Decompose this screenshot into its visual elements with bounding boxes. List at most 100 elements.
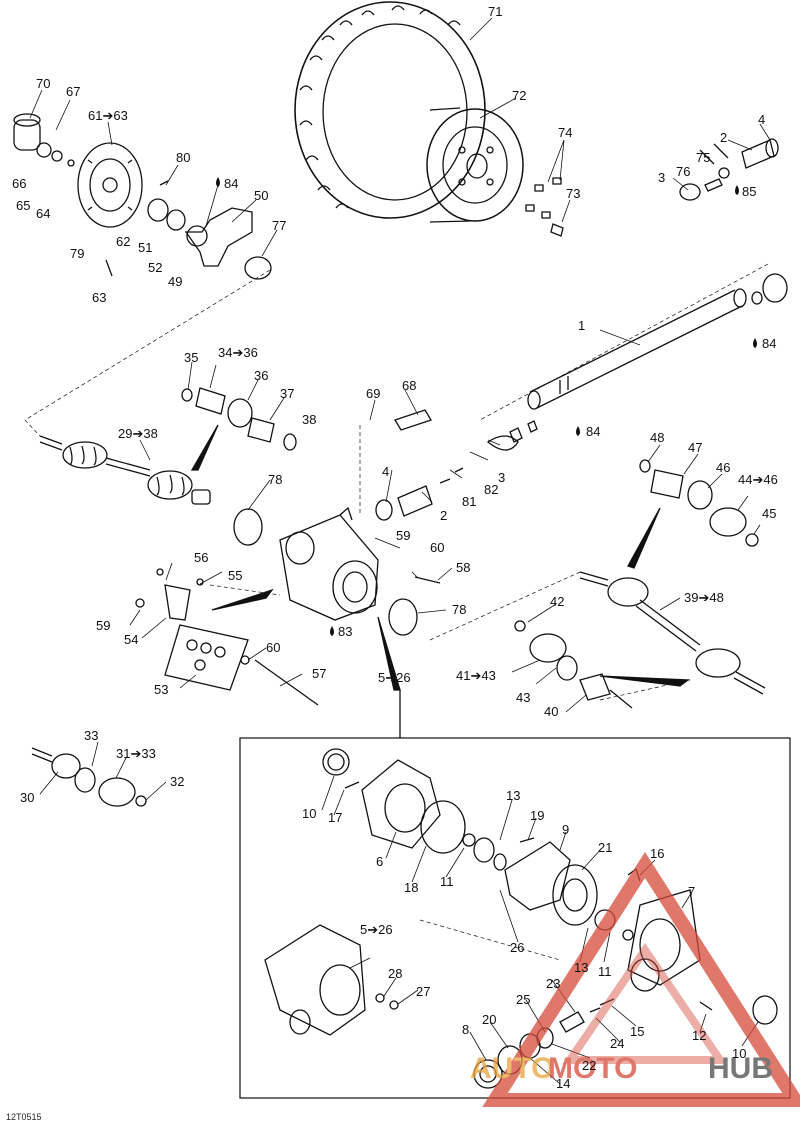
callout: 53 [154,682,168,697]
callout: 84 [224,176,238,191]
callout: 70 [36,76,50,91]
mounting-bracket [135,568,319,706]
callout: 6 [376,854,383,869]
callout: 35 [184,350,198,365]
callout: 42 [550,594,564,609]
callout: 71 [488,4,502,19]
callout: 28 [388,966,402,981]
callout: 61➔63 [88,108,128,123]
callout: 49 [168,274,182,289]
callout: 31➔33 [116,746,156,761]
differential-housing [233,409,538,636]
callout: 66 [12,176,26,191]
callout: 46 [716,460,730,475]
callout: 38 [302,412,316,427]
oil-drop-icon [753,338,757,348]
inset-components [264,748,778,1089]
callout: 78 [268,472,282,487]
callout: 8 [462,1022,469,1037]
callout: 77 [272,218,286,233]
propeller-shaft [527,143,788,410]
tire-and-rim [294,1,564,237]
callout: 20 [482,1012,496,1027]
callout: 12 [692,1028,706,1043]
line-art [13,1,791,1099]
callout: 75 [696,150,710,165]
oil-drop-icon [216,177,220,187]
lubricant-icons [216,177,757,636]
callout: 80 [176,150,190,165]
callout: 10 [302,806,316,821]
callout: 59 [396,528,410,543]
callout: 30 [20,790,34,805]
callout: 18 [404,880,418,895]
callout: 52 [148,260,162,275]
diagram-code: 12T0515 [6,1112,42,1122]
callout: 67 [66,84,80,99]
callout: 19 [530,808,544,823]
callout: 59 [96,618,110,633]
callout: 3 [498,470,505,485]
callout: 15 [630,1024,644,1039]
callout: 45 [762,506,776,521]
callout: 58 [456,560,470,575]
watermark-triangle [482,851,800,1107]
callout: 73 [566,186,580,201]
callout: 27 [416,984,430,999]
left-drive-shaft [39,387,297,505]
callout: 72 [512,88,526,103]
callout: 83 [338,624,352,639]
callout: 29➔38 [118,426,158,441]
callout: 39➔48 [684,590,724,605]
callout: 17 [328,810,342,825]
callout: 36 [254,368,268,383]
callout: 64 [36,206,50,221]
callout: 14 [556,1076,570,1091]
watermark-hub: HUB [708,1052,773,1085]
callout: 47 [688,440,702,455]
lower-left-joint [31,747,147,807]
callout: 25 [516,992,530,1007]
callout: 24 [610,1036,624,1051]
upper-coupler [679,138,779,201]
callout: 43 [516,690,530,705]
callout: 2 [720,130,727,145]
callout: 13 [574,960,588,975]
callout: 74 [558,125,572,140]
callout: 78 [452,602,466,617]
callout: 11 [598,964,612,979]
callout-labels: 71 72 74 73 70 67 61➔63 80 84 50 77 66 6… [12,4,778,1091]
callout: 68 [402,378,416,393]
callout: 34➔36 [218,345,258,360]
arrows [190,424,690,691]
callout: 4 [382,464,389,479]
callout: 65 [16,198,30,213]
hub-and-brake-disc [13,113,272,280]
callout: 11 [440,874,454,889]
callout: 85 [742,184,756,199]
callout: 22 [582,1058,596,1073]
callout: 41➔43 [456,668,496,683]
callout: 60 [430,540,444,555]
callout: 56 [194,550,208,565]
callout: 13 [506,788,520,803]
callout: 32 [170,774,184,789]
callout: 54 [124,632,138,647]
callout: 84 [762,336,776,351]
oil-drop-icon [576,426,580,436]
callout: 5➔26 [360,922,393,937]
callout: 7 [688,884,695,899]
callout: 23 [546,976,560,991]
callout: 21 [598,840,612,855]
callout: 69 [366,386,380,401]
callout: 63 [92,290,106,305]
callout: 26 [510,940,524,955]
callout: 51 [138,240,152,255]
callout: 1 [578,318,585,333]
callout: 37 [280,386,294,401]
callout: 76 [676,164,690,179]
callout: 48 [650,430,664,445]
callout: 84 [586,424,600,439]
leader-lines [29,17,771,1085]
